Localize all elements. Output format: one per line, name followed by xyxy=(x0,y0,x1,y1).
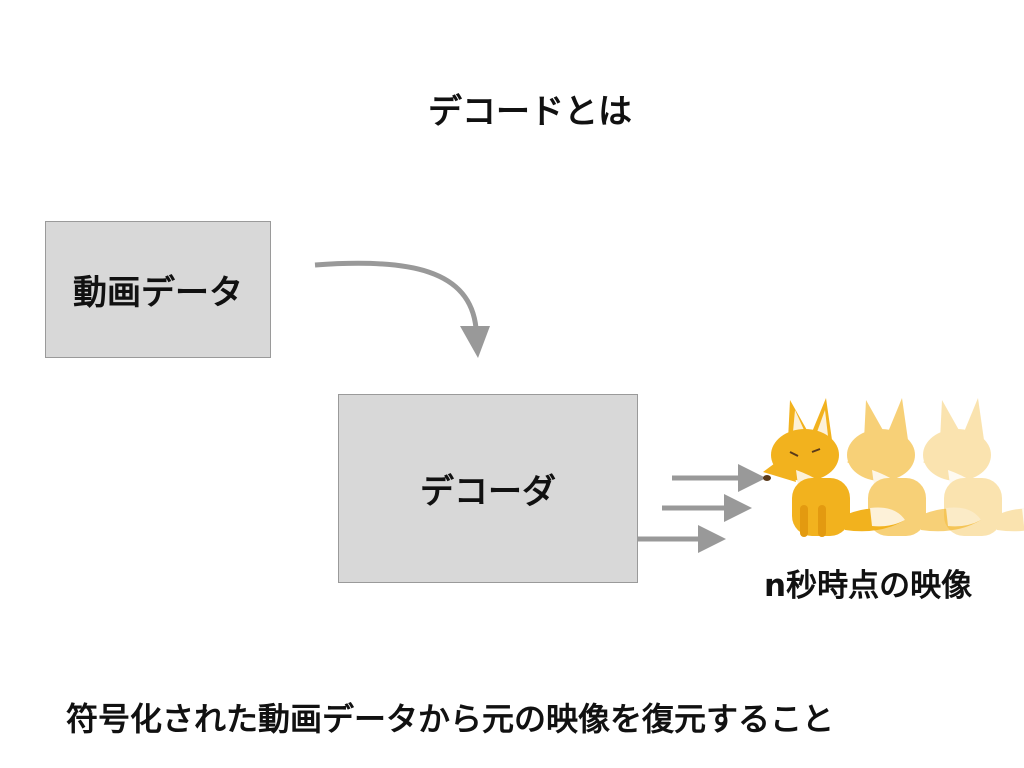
output-arrow-icon xyxy=(672,464,766,492)
caption: 符号化された動画データから元の映像を復元すること xyxy=(66,700,835,738)
decoder-box: デコーダ xyxy=(338,394,638,583)
fox-frame-icon xyxy=(847,398,981,536)
output-label: n秒時点の映像 xyxy=(764,568,973,604)
source-box: 動画データ xyxy=(45,221,271,358)
output-arrow-icon xyxy=(638,525,726,553)
slide-title: デコードとは xyxy=(428,92,632,132)
fox-frame-icon xyxy=(923,398,1024,536)
source-box-label: 動画データ xyxy=(73,273,243,313)
fox-frame-icon xyxy=(763,398,905,537)
decoder-box-label: デコーダ xyxy=(420,472,556,512)
output-arrow-icon xyxy=(662,494,752,522)
curved-arrow-icon xyxy=(314,260,490,358)
